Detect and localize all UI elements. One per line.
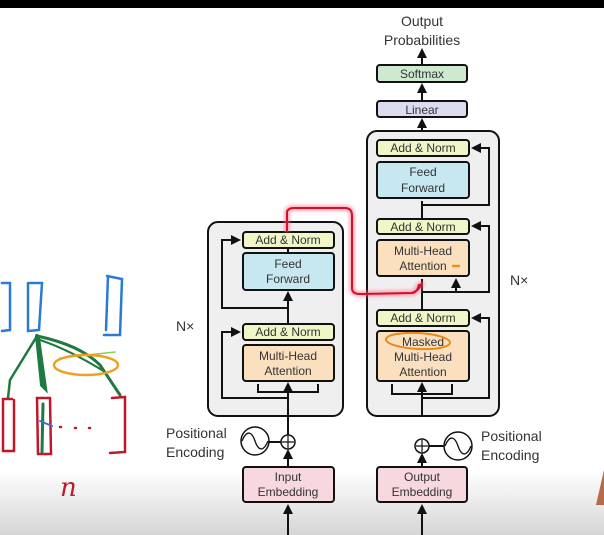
- attention-line: [35, 334, 48, 394]
- decoder-mha-label-1: Multi-Head: [394, 244, 452, 258]
- output-embedding-label-2: Embedding: [392, 485, 453, 499]
- token-vector: [108, 395, 127, 455]
- decoder-add-norm-1-label: Add & Norm: [390, 311, 455, 325]
- encoder-mha-label-1: Multi-Head: [259, 349, 317, 363]
- query-vector: [102, 274, 124, 337]
- decoder-ff-label-2: Forward: [401, 181, 445, 195]
- decoder-mha-label-2: Attention: [399, 259, 446, 273]
- decoder-add-norm-3: [376, 139, 470, 157]
- query-vector: [26, 281, 44, 333]
- handwritten-n: n: [60, 473, 77, 503]
- attention-line: [39, 339, 106, 373]
- encoder-repeat-label: N×: [176, 318, 194, 334]
- sine-wave-glyph: [241, 432, 269, 450]
- output-probabilities-label-2: Probabilities: [384, 32, 460, 48]
- attention-line: [40, 402, 45, 454]
- corner-object: [596, 470, 604, 505]
- encoder-add-norm-1: [242, 323, 335, 341]
- attention-line: [35, 334, 122, 397]
- encoder-add-norm-1-label: Add & Norm: [255, 325, 320, 339]
- output-embedding-block: [376, 466, 468, 503]
- encoder-attention: [242, 344, 335, 382]
- highlight-encoder-to-decoder: [284, 205, 425, 298]
- annotation-stroke: [39, 420, 53, 427]
- video-top-bar: [0, 0, 604, 8]
- add-icon-glyph: [282, 436, 294, 448]
- decoder-repeat-label: N×: [510, 272, 528, 288]
- encoder-add-norm-2-label: Add & Norm: [255, 233, 320, 247]
- encoder-residual-2: [221, 235, 288, 309]
- decoder-add-norm-2: [376, 218, 470, 235]
- attention-line: [6, 334, 39, 400]
- add-icon-glyph: [416, 440, 428, 452]
- softmax-label: Softmax: [400, 67, 444, 81]
- encoder-ff-label-1: Feed: [274, 257, 301, 271]
- decoder-query-arrow: [422, 278, 461, 293]
- input-embedding-label-1: Input: [275, 470, 302, 484]
- linear-label: Linear: [405, 103, 438, 117]
- query-vector: [0, 281, 12, 333]
- decoder-feed-forward: [376, 161, 470, 199]
- encoder-attn-inputs: [257, 384, 319, 393]
- input-embedding-label-2: Embedding: [258, 485, 319, 499]
- token-vector: [1, 397, 16, 453]
- positional-encoding-right-2: Encoding: [481, 447, 539, 463]
- sine-wave-glyph: [444, 437, 472, 455]
- decoder-residual-1: [422, 313, 490, 399]
- encoder-residual-1: [221, 327, 288, 399]
- decoder-add-norm-1: [376, 309, 470, 327]
- softmax-block: [376, 64, 468, 83]
- annotation-circle: [52, 353, 120, 377]
- encoder-feed-forward: [242, 252, 335, 291]
- encoder-stack: [207, 221, 344, 417]
- decoder-masked-attention: [376, 330, 470, 382]
- decoder-residual-3: [422, 143, 490, 206]
- linear-block: [376, 100, 468, 118]
- positional-encoding-left-2: Encoding: [166, 444, 224, 460]
- encoder-ff-label-2: Forward: [266, 272, 310, 286]
- ellipsis-dots: [58, 425, 92, 430]
- decoder-add-norm-2-label: Add & Norm: [390, 220, 455, 234]
- handwritten-sketch: [0, 274, 127, 456]
- decoder-cross-attention: [376, 239, 470, 277]
- output-probabilities-label: Output: [401, 13, 443, 29]
- masked-label-1: Masked: [402, 335, 444, 349]
- encoder-mha-label-2: Attention: [264, 364, 311, 378]
- output-embedding-label-1: Output: [404, 470, 441, 484]
- masked-label-2: Multi-Head: [394, 350, 452, 364]
- decoder-ff-label-1: Feed: [409, 165, 436, 179]
- masked-label-3: Attention: [399, 365, 446, 379]
- token-vector: [35, 396, 53, 456]
- positional-encoding-left-1: Positional: [166, 425, 227, 441]
- annotation-circle-masked: [385, 331, 451, 351]
- masked-attn-inputs: [391, 384, 453, 395]
- decoder-add-norm-3-label: Add & Norm: [390, 141, 455, 155]
- input-embedding-block: [242, 466, 335, 503]
- positional-encoding-right-1: Positional: [481, 428, 542, 444]
